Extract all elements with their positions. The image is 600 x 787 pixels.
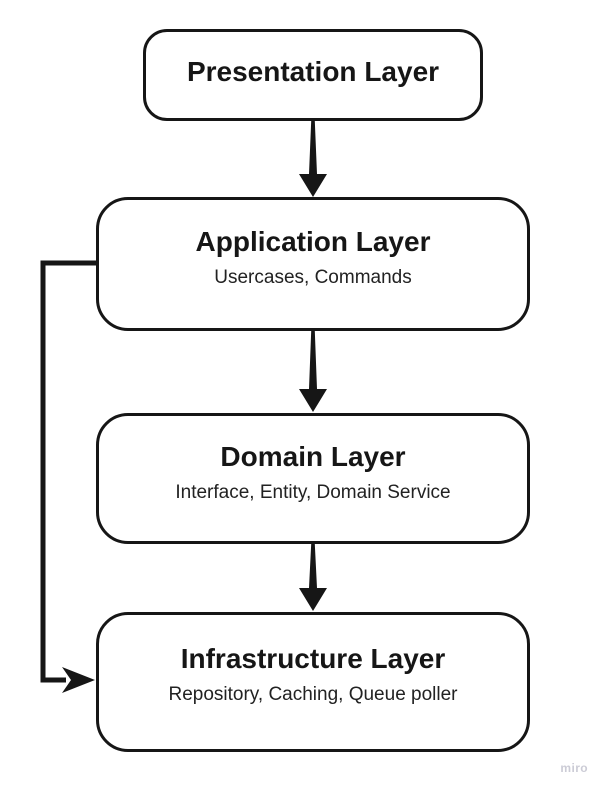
connector-application-to-infrastructure[interactable] [40,260,96,693]
node-presentation-layer[interactable]: Presentation Layer [143,29,483,121]
node-title: Presentation Layer [186,55,440,87]
node-title: Application Layer [195,226,431,257]
node-subtitle: Interface, Entity, Domain Service [175,481,451,503]
node-title: Domain Layer [220,440,406,472]
node-domain-layer[interactable]: Domain Layer Interface, Entity, Domain S… [96,413,530,544]
node-subtitle: Repository, Caching, Queue poller [168,684,458,706]
node-title: Infrastructure Layer [180,643,446,674]
node-subtitle: Usercases, Commands [214,267,412,289]
node-application-layer[interactable]: Application Layer Usercases, Commands [96,197,530,331]
node-infrastructure-layer[interactable]: Infrastructure Layer Repository, Caching… [96,612,530,752]
bypass-arrowhead [62,667,95,693]
connector-domain-to-infrastructure[interactable] [299,544,327,611]
miro-watermark: miro [560,761,588,775]
connector-presentation-to-application[interactable] [299,121,327,197]
connector-application-to-domain[interactable] [299,331,327,412]
